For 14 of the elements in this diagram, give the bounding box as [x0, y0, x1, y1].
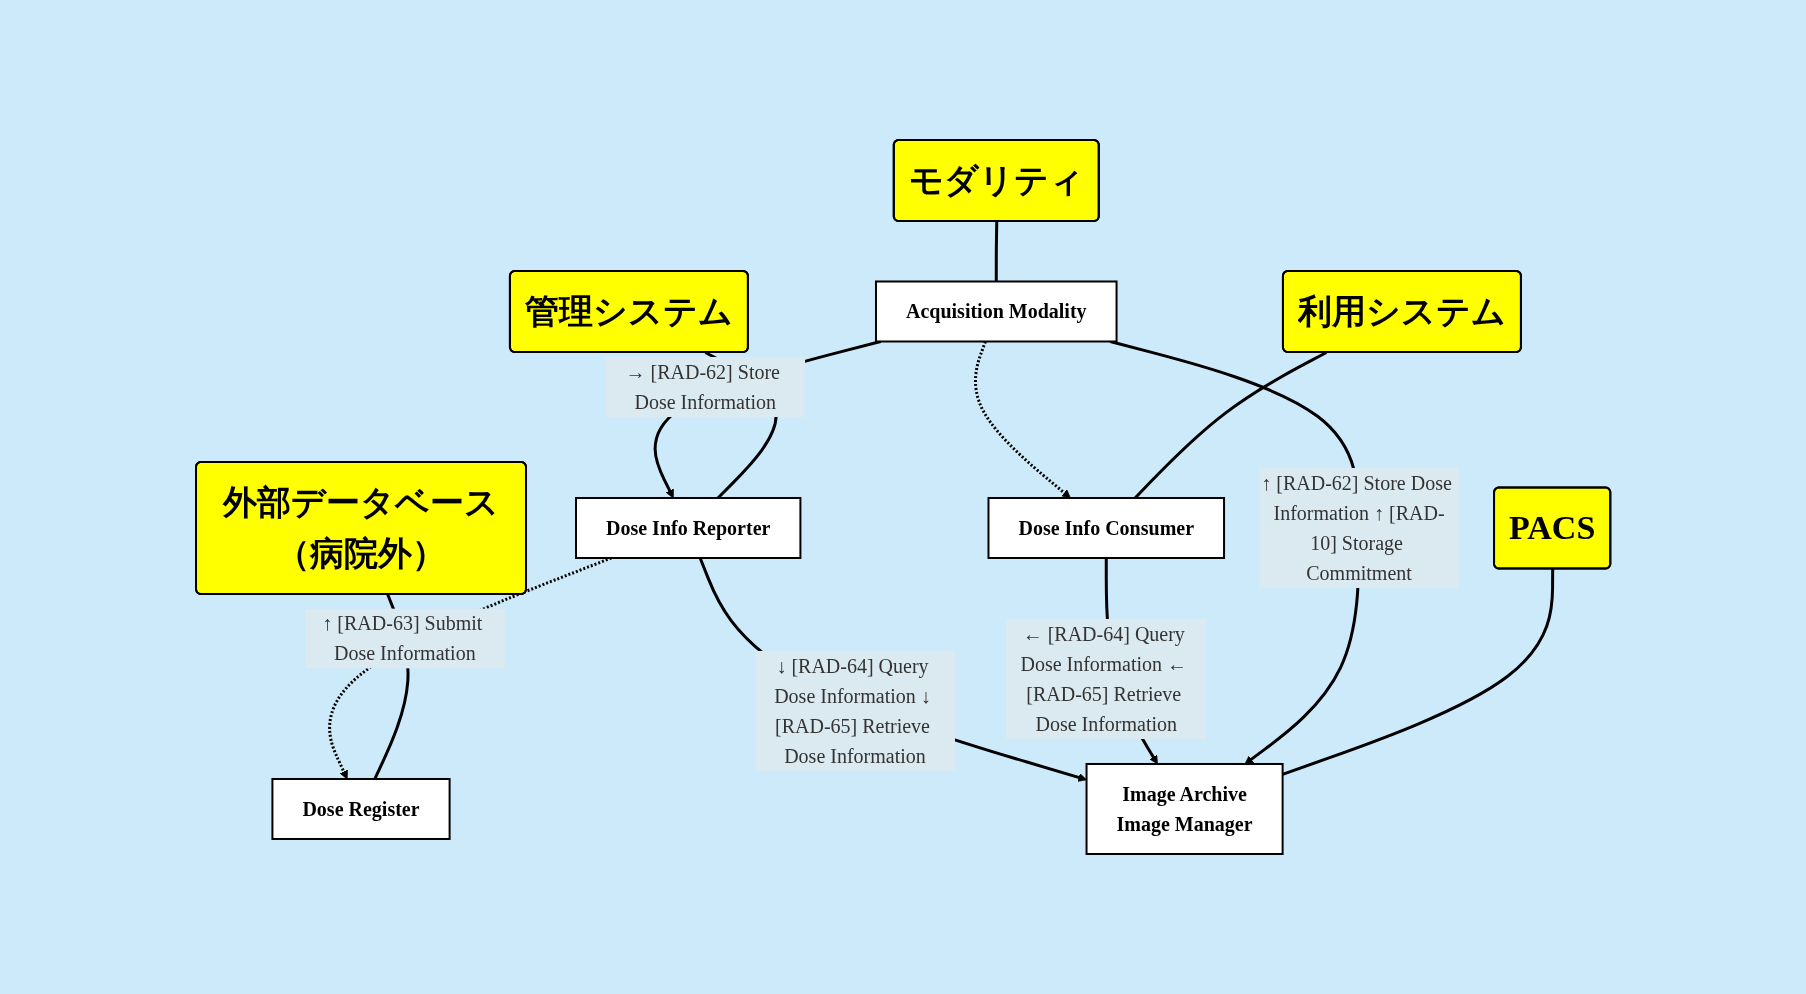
node-box: Dose Info Reporter [574, 497, 802, 559]
edge-label: ↓ [RAD-64] Query Dose Information ↓ [RAD-65] Retrieve Dose Information [774, 654, 931, 767]
node-box: Acquisition Modality [874, 280, 1118, 343]
connector [994, 221, 999, 282]
arrow [1109, 340, 1361, 765]
arrow [698, 557, 1087, 782]
node-box: Image Archive Image Manager [1085, 763, 1284, 855]
node-box: Dose Info Consumer [987, 497, 1225, 559]
edge-label: ↑ [RAD-63] Submit Dose Information [322, 612, 483, 665]
node-box: Dose Register [271, 778, 451, 840]
arrow [973, 341, 1071, 499]
edge-label: ↑ [RAD-62] Store Dose Information ↑ [RAD-10] Storage Commitment [1261, 471, 1452, 584]
edge-label: ← [RAD-64] Query Dose Information ← [RAD-65] Retrieve Dose Information [1020, 622, 1187, 735]
edge-label: → [RAD-62] Store Dose Information [625, 361, 780, 413]
